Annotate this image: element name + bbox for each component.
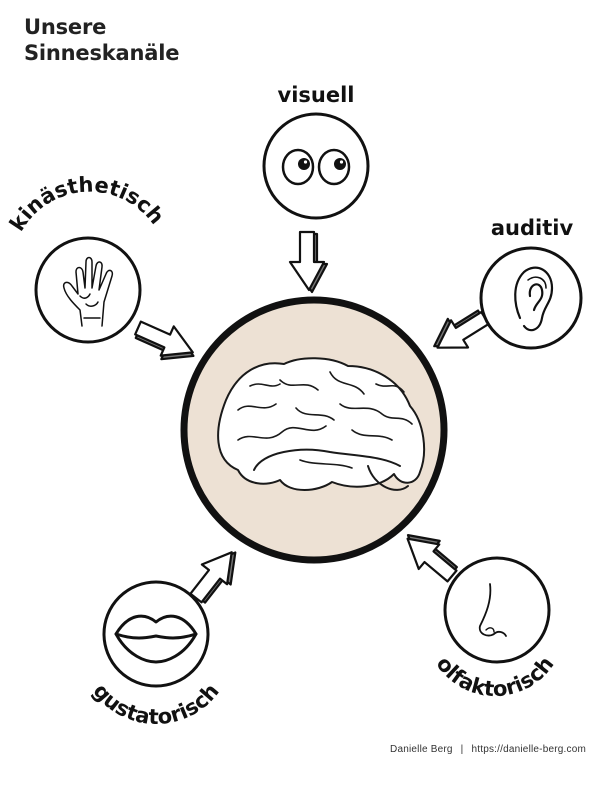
sense-kinesthetic: kinästhetisch xyxy=(5,173,169,344)
sense-olfactory: olfaktorisch xyxy=(432,556,558,701)
nose-icon xyxy=(478,583,507,637)
footer-author: Danielle Berg xyxy=(390,744,453,755)
arrow-visual xyxy=(288,230,329,294)
footer-credit: Danielle Berg | https://danielle-berg.com xyxy=(390,744,586,755)
arrow-gustatory xyxy=(189,551,237,604)
brain-circle xyxy=(180,296,448,564)
label-auditory: auditiv xyxy=(491,216,574,240)
title-line-2: Sinneskanäle xyxy=(24,41,180,65)
sense-visual: visuell xyxy=(262,83,370,220)
page-title: Unsere Sinneskanäle xyxy=(24,14,179,66)
brain-icon xyxy=(217,357,426,491)
hand-icon xyxy=(62,256,114,327)
arrow-olfactory xyxy=(406,534,458,583)
label-visual: visuell xyxy=(278,83,355,107)
lips-icon xyxy=(114,614,198,664)
label-kinesthetic: kinästhetisch xyxy=(5,173,169,236)
ear-icon xyxy=(514,266,554,332)
arrow-kinesthetic xyxy=(134,320,195,361)
title-line-1: Unsere xyxy=(24,15,107,39)
arrow-auditory xyxy=(433,309,490,349)
footer-url[interactable]: https://danielle-berg.com xyxy=(471,744,586,755)
sense-auditory: auditiv xyxy=(479,216,583,350)
footer-separator: | xyxy=(460,744,464,755)
sense-gustatory: gustatorisch xyxy=(88,580,224,729)
eyes-icon xyxy=(281,148,351,186)
